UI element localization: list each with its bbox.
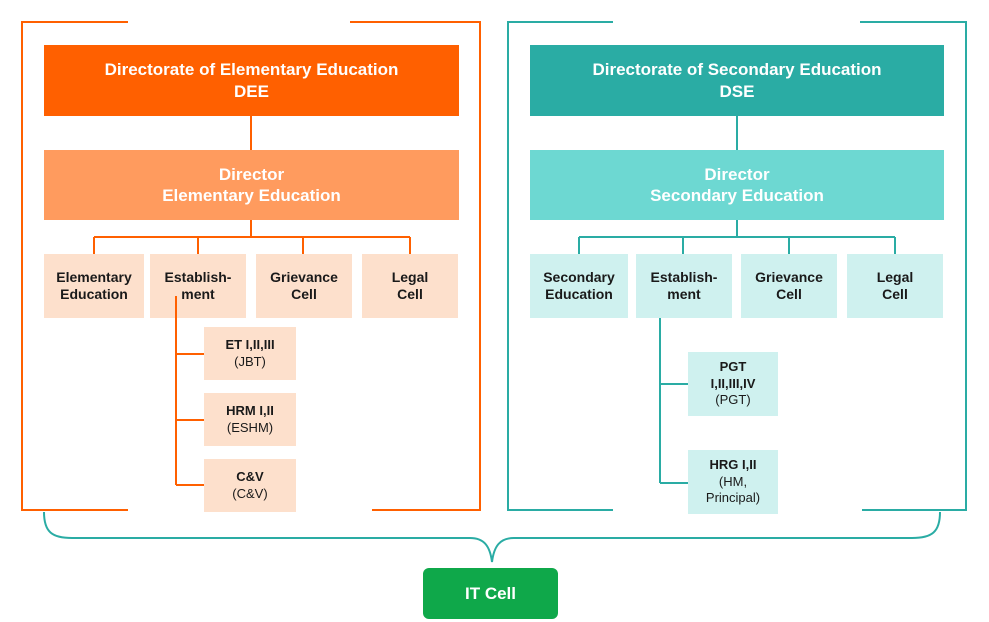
unit-label: Legal bbox=[876, 268, 914, 285]
dse-director: Director Secondary Education bbox=[530, 150, 944, 220]
dse-unit-grievance-cell: Grievance Cell bbox=[741, 254, 837, 318]
unit-label: Grievance bbox=[270, 268, 338, 285]
unit-label: Education bbox=[60, 286, 128, 302]
subunit-title: C&V bbox=[236, 468, 264, 484]
dse-header-abbr: DSE bbox=[719, 81, 755, 101]
unit-label: ment bbox=[181, 286, 215, 302]
unit-label: Secondary bbox=[543, 268, 615, 285]
dee-subunit-cv: C&V (C&V) bbox=[204, 459, 296, 512]
unit-label: Cell bbox=[397, 286, 423, 302]
unit-label: ment bbox=[667, 286, 701, 302]
dse-frame bbox=[507, 21, 967, 511]
dee-director-dept: Elementary Education bbox=[162, 186, 341, 205]
dse-subunit-hrg: HRG I,II (HM, Principal) bbox=[688, 450, 778, 514]
unit-label: Legal bbox=[391, 268, 429, 285]
unit-label: Establish- bbox=[164, 268, 232, 285]
subunit-detail: (C&V) bbox=[232, 485, 268, 501]
dee-director: Director Elementary Education bbox=[44, 150, 459, 220]
unit-label: Cell bbox=[291, 286, 317, 302]
dee-director-title: Director bbox=[218, 164, 285, 184]
dee-tree-lines bbox=[93, 116, 411, 486]
unit-label: Establish- bbox=[650, 268, 718, 285]
dee-unit-legal-cell: Legal Cell bbox=[362, 254, 458, 318]
subunit-title: ET I,II,III bbox=[225, 336, 275, 352]
dse-subunit-pgt: PGT I,II,III,IV (PGT) bbox=[688, 352, 778, 416]
subunit-title: I,II,III,IV bbox=[710, 375, 756, 391]
dee-header-abbr: DEE bbox=[234, 81, 269, 101]
dee-unit-establishment: Establish- ment bbox=[150, 254, 246, 318]
dee-unit-grievance-cell: Grievance Cell bbox=[256, 254, 352, 318]
unit-label: Cell bbox=[776, 286, 802, 302]
dee-header: Directorate of Elementary Education DEE bbox=[44, 45, 459, 116]
dse-unit-legal-cell: Legal Cell bbox=[847, 254, 943, 318]
dse-unit-secondary-education: Secondary Education bbox=[530, 254, 628, 318]
unit-label: Education bbox=[545, 286, 613, 302]
dse-header: Directorate of Secondary Education DSE bbox=[530, 45, 944, 116]
it-cell-label: IT Cell bbox=[464, 583, 516, 603]
subunit-detail: (JBT) bbox=[234, 353, 266, 369]
dee-subunit-hrm: HRM I,II (ESHM) bbox=[204, 393, 296, 446]
subunit-detail: Principal) bbox=[705, 490, 761, 506]
dse-tree-lines bbox=[578, 116, 896, 484]
subunit-title: HRG I,II bbox=[709, 456, 757, 472]
dee-unit-elementary-education: Elementary Education bbox=[44, 254, 144, 318]
unit-label: Cell bbox=[882, 286, 908, 302]
dse-header-name: Directorate of Secondary Education bbox=[592, 60, 882, 80]
subunit-detail: (HM, bbox=[718, 473, 748, 489]
dee-subunit-et: ET I,II,III (JBT) bbox=[204, 327, 296, 380]
subunit-title: HRM I,II bbox=[226, 402, 274, 418]
it-cell-brace bbox=[43, 511, 941, 563]
subunit-detail: (ESHM) bbox=[226, 419, 274, 435]
dee-header-name: Directorate of Elementary Education bbox=[104, 60, 399, 80]
subunit-detail: (PGT) bbox=[715, 392, 751, 408]
dse-director-title: Director bbox=[704, 164, 770, 184]
dee-frame bbox=[21, 21, 481, 511]
dse-unit-establishment: Establish- ment bbox=[636, 254, 732, 318]
unit-label: Elementary bbox=[56, 268, 132, 285]
it-cell-box: IT Cell bbox=[423, 568, 558, 619]
unit-label: Grievance bbox=[755, 268, 823, 285]
subunit-title: PGT bbox=[719, 358, 747, 374]
dse-director-dept: Secondary Education bbox=[650, 186, 824, 205]
